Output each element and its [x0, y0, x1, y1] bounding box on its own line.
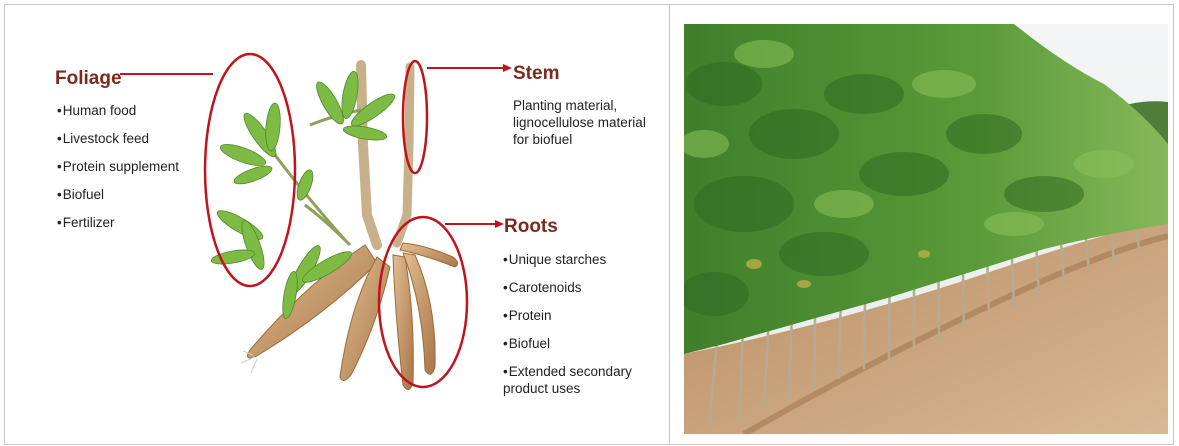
roots-arrowhead [495, 220, 504, 228]
list-item: Carotenoids [503, 279, 648, 296]
list-item: Unique starches [503, 251, 648, 268]
cassava-diagram-panel: Foliage Human food Livestock feed Protei… [5, 5, 669, 444]
foliage-heading: Foliage [55, 68, 122, 90]
panel-divider [669, 4, 670, 445]
stem-heading: Stem [513, 63, 559, 85]
list-item: Biofuel [503, 335, 648, 352]
list-item: Biofuel [57, 186, 197, 203]
list-item: Fertilizer [57, 214, 197, 231]
cassava-field-photo [684, 24, 1168, 434]
list-item: Extended secondary product uses [503, 363, 648, 397]
stem-arrowhead [503, 64, 512, 72]
list-item: Protein [503, 307, 648, 324]
field-photo-illustration [684, 24, 1168, 434]
list-item: Livestock feed [57, 130, 197, 147]
roots-uses-list: Unique starches Carotenoids Protein Biof… [503, 251, 648, 408]
roots-heading: Roots [504, 216, 558, 238]
list-item: Protein supplement [57, 158, 197, 175]
foliage-uses-list: Human food Livestock feed Protein supple… [57, 102, 197, 242]
list-item: Human food [57, 102, 197, 119]
stem-description: Planting material, lignocellulose materi… [513, 97, 648, 148]
